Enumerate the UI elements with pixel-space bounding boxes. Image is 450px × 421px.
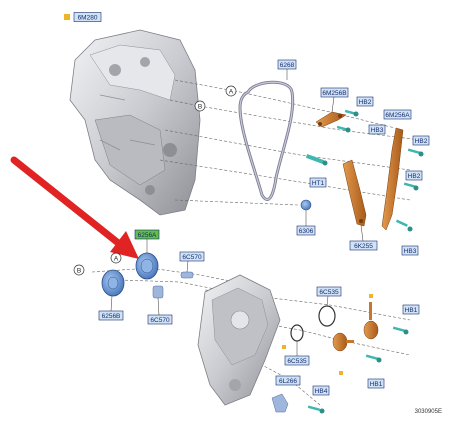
legend-marker-c <box>369 294 373 298</box>
bolt-hb4 <box>307 405 325 414</box>
label-hb1-b: HB1 <box>367 378 385 389</box>
ref-a-label: A <box>229 88 234 95</box>
tensioner-ht1 <box>305 154 328 166</box>
engine-block <box>69 29 201 216</box>
upper-left-guide <box>315 111 347 128</box>
svg-text:6256B: 6256B <box>102 313 121 320</box>
ref-circle-b-lower: B <box>73 264 85 276</box>
label-plug: 6306 <box>296 210 316 236</box>
legend: 6M280 <box>64 12 102 22</box>
timing-cover <box>197 274 281 406</box>
legend-marker-a <box>282 345 286 349</box>
svg-text:6C535: 6C535 <box>319 289 339 296</box>
ref-circle-b-upper: B <box>194 100 206 112</box>
legend-swatch <box>64 14 70 20</box>
bolt-hb2-a <box>344 109 359 117</box>
label-6c535-a: 6C535 <box>316 286 342 307</box>
label-chain: 6268 <box>277 59 297 80</box>
highlight-arrow <box>10 156 139 259</box>
label-hb3-a: HB3 <box>368 124 386 135</box>
legend-marker-b <box>339 371 343 375</box>
label-hb4: HB4 <box>312 385 330 396</box>
svg-text:6M256B: 6M256B <box>322 90 346 97</box>
svg-text:HB2: HB2 <box>408 173 421 180</box>
svg-text:6268: 6268 <box>280 62 295 69</box>
bolt-hb3-b <box>395 219 413 232</box>
svg-text:B: B <box>77 267 81 274</box>
label-hb2-c: HB2 <box>405 170 423 181</box>
svg-text:HB3: HB3 <box>371 127 384 134</box>
label-6c570-a: 6C570 <box>179 251 205 273</box>
tensioner-body-left <box>332 332 354 352</box>
svg-text:6C570: 6C570 <box>182 254 202 261</box>
svg-text:A: A <box>114 255 119 262</box>
bolt-hb1-b <box>365 354 382 363</box>
svg-text:6306: 6306 <box>299 228 314 235</box>
timing-chain <box>238 80 295 201</box>
label-6c570-b: 6C570 <box>147 297 173 325</box>
svg-text:HT1: HT1 <box>312 180 325 187</box>
label-6c535-b: 6C535 <box>284 341 310 366</box>
label-right-guide: 6M256A <box>383 109 412 120</box>
bolt-6c570-b <box>152 285 164 299</box>
svg-text:HB2: HB2 <box>415 138 428 145</box>
plug-6306 <box>300 199 312 211</box>
plug-6l266 <box>271 393 289 413</box>
svg-text:HB2: HB2 <box>359 99 372 106</box>
label-hb2-b: HB2 <box>412 135 430 146</box>
bolt-6c570-a <box>180 271 194 279</box>
label-hb2-a: HB2 <box>356 96 374 107</box>
bolt-hb3-a <box>336 125 351 133</box>
seal-6c535-b <box>290 324 304 342</box>
ref-circle-a-lower: A <box>110 252 122 264</box>
svg-text:6K255: 6K255 <box>354 243 373 250</box>
seal-6c535-a <box>318 305 336 327</box>
right-guide <box>381 127 404 231</box>
tensioner-arm <box>342 159 367 227</box>
bolt-hb2-c <box>403 182 419 191</box>
svg-text:6256A: 6256A <box>138 232 157 239</box>
svg-text:6C570: 6C570 <box>150 317 170 324</box>
label-gear-lower: 6256B <box>98 295 124 321</box>
label-hb1-a: HB1 <box>402 304 420 315</box>
svg-text:HB1: HB1 <box>405 307 418 314</box>
label-ht1: HT1 <box>309 177 327 188</box>
bolt-hb1-a <box>392 326 409 335</box>
svg-text:6L266: 6L266 <box>279 378 297 385</box>
label-hb3-b: HB3 <box>401 245 419 256</box>
ref-b-label: B <box>198 103 202 110</box>
label-gear-highlighted: 6256A <box>134 229 160 253</box>
sprocket-6256a <box>135 252 159 280</box>
label-6l266: 6L266 <box>275 375 301 386</box>
svg-text:HB4: HB4 <box>315 388 328 395</box>
legend-code: 6M280 <box>78 14 98 21</box>
svg-text:HB1: HB1 <box>370 381 383 388</box>
label-tensioner-arm: 6K255 <box>349 224 378 251</box>
svg-text:HB3: HB3 <box>404 248 417 255</box>
label-upper-left-guide: 6M256B <box>320 87 349 113</box>
legend-label-box <box>73 12 102 22</box>
diagram-code: 3030905E <box>415 409 442 415</box>
ref-circle-a-upper: A <box>225 85 237 97</box>
bolt-hb2-b <box>407 148 424 157</box>
svg-text:6M256A: 6M256A <box>385 112 410 119</box>
svg-text:6C535: 6C535 <box>287 358 307 365</box>
sprocket-6256b <box>101 269 125 297</box>
upper-dash-lines <box>159 79 421 206</box>
tensioner-body-right <box>363 302 379 340</box>
